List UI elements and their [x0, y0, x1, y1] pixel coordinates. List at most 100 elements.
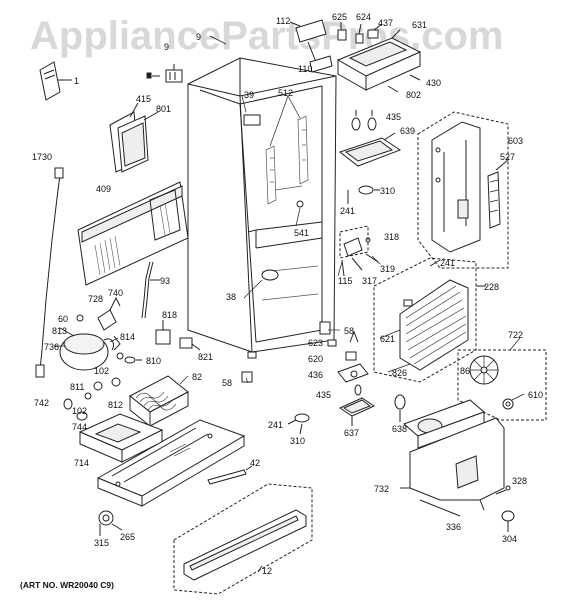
callout-722: 722 — [508, 330, 524, 340]
callout-714: 714 — [74, 458, 90, 468]
part-409-back-panel — [77, 181, 189, 286]
callout-631: 631 — [412, 20, 428, 30]
part-42-rail — [207, 465, 253, 485]
callout-336: 336 — [446, 522, 462, 532]
part-328-304 — [495, 485, 515, 532]
callout-315: 315 — [94, 538, 110, 548]
callout-409: 409 — [96, 184, 112, 194]
part-manual — [39, 61, 72, 101]
part-base-plate — [96, 419, 246, 507]
callout-328: 328 — [512, 476, 528, 486]
callout-821: 821 — [198, 352, 214, 362]
callout-9-left: 9 — [164, 42, 170, 52]
callout-512: 512 — [278, 88, 294, 98]
callout-42: 42 — [250, 458, 261, 468]
callout-93: 93 — [160, 276, 171, 286]
callout-811: 811 — [70, 382, 85, 392]
part-93-tube — [141, 261, 160, 319]
part-603-evap-cover-group — [417, 111, 509, 269]
callout-310-lower: 310 — [290, 436, 306, 446]
callout-541: 541 — [294, 228, 310, 238]
callout-623: 623 — [308, 338, 324, 348]
callout-801: 801 — [156, 104, 172, 114]
callout-742: 742 — [34, 398, 50, 408]
part-9-bracket — [146, 64, 183, 83]
callout-58-right: 58 — [344, 326, 355, 336]
part-228-evaporator-group — [373, 257, 486, 383]
part-728-740-relay — [76, 296, 121, 331]
part-1730-harness — [35, 167, 64, 378]
callout-265: 265 — [120, 532, 136, 542]
part-714-drain-pan — [78, 413, 164, 463]
callout-241-upper: 241 — [340, 206, 356, 216]
callout-310-upper: 310 — [380, 186, 396, 196]
callout-637: 637 — [344, 428, 360, 438]
callout-620: 620 — [308, 354, 324, 364]
callout-102-upper: 102 — [94, 366, 110, 376]
callout-610: 610 — [528, 390, 544, 400]
callout-826: 826 — [392, 368, 408, 378]
part-639-tray — [338, 132, 402, 167]
part-623-620-436-light — [337, 330, 369, 383]
part-802-control-housing — [336, 29, 422, 93]
callout-60: 60 — [58, 314, 69, 324]
part-742-744 — [63, 398, 88, 421]
part-12-grille-group — [173, 483, 313, 595]
callout-1730: 1730 — [32, 152, 53, 162]
callout-82: 82 — [192, 372, 203, 382]
callout-115: 115 — [338, 276, 353, 286]
callout-638: 638 — [392, 424, 408, 434]
callout-624: 624 — [356, 12, 372, 22]
callout-435-lower: 435 — [316, 390, 332, 400]
callout-415: 415 — [136, 94, 152, 104]
callout-813: 813 — [52, 326, 68, 336]
callout-241-right: 241 — [440, 258, 456, 268]
part-241-310-lower — [287, 413, 310, 435]
part-315-265-rollers — [98, 510, 123, 536]
part-435-lamps — [351, 110, 377, 131]
callout-437: 437 — [378, 18, 394, 28]
callout-736: 736 — [44, 342, 60, 352]
part-818-821-capacitors — [155, 320, 201, 351]
callout-527: 527 — [500, 152, 516, 162]
callout-112: 112 — [276, 16, 291, 26]
part-638-grommet — [394, 394, 406, 422]
part-722-fan-group — [457, 349, 547, 421]
callout-732: 732 — [374, 484, 390, 494]
callout-12: 12 — [262, 566, 273, 576]
art-number: (ART NO. WR20040 C9) — [20, 580, 114, 590]
watermark-text: AppliancePartsPros.com — [30, 14, 504, 58]
callout-38: 38 — [226, 292, 237, 302]
callout-58-left: 58 — [222, 378, 233, 388]
callout-241-lower: 241 — [268, 420, 284, 430]
part-310-241-upper — [347, 185, 380, 204]
part-625-624-437-switches — [337, 22, 383, 44]
callout-728: 728 — [88, 294, 104, 304]
part-318-319-317-115 — [339, 225, 379, 277]
callout-435-upper: 435 — [386, 112, 402, 122]
callout-802: 802 — [406, 90, 422, 100]
callout-740: 740 — [108, 288, 124, 298]
part-compressor — [54, 327, 124, 371]
callout-744: 744 — [72, 422, 88, 432]
callout-318: 318 — [384, 232, 400, 242]
callout-86: 86 — [460, 366, 471, 376]
callout-621: 621 — [380, 334, 396, 344]
callout-818: 818 — [162, 310, 178, 320]
callout-102-lower: 102 — [72, 406, 88, 416]
callout-430: 430 — [426, 78, 442, 88]
part-637-tray — [338, 384, 376, 426]
callout-319: 319 — [380, 264, 396, 274]
callout-814: 814 — [120, 332, 136, 342]
callout-639: 639 — [400, 126, 416, 136]
callout-9-right: 9 — [196, 32, 202, 42]
leader-lines — [60, 35, 525, 401]
callout-603: 603 — [508, 136, 524, 146]
callout-625: 625 — [332, 12, 348, 22]
callout-39: 39 — [244, 90, 255, 100]
callout-110: 110 — [298, 64, 313, 74]
callout-317: 317 — [362, 276, 378, 286]
part-732-shroud — [400, 417, 505, 517]
